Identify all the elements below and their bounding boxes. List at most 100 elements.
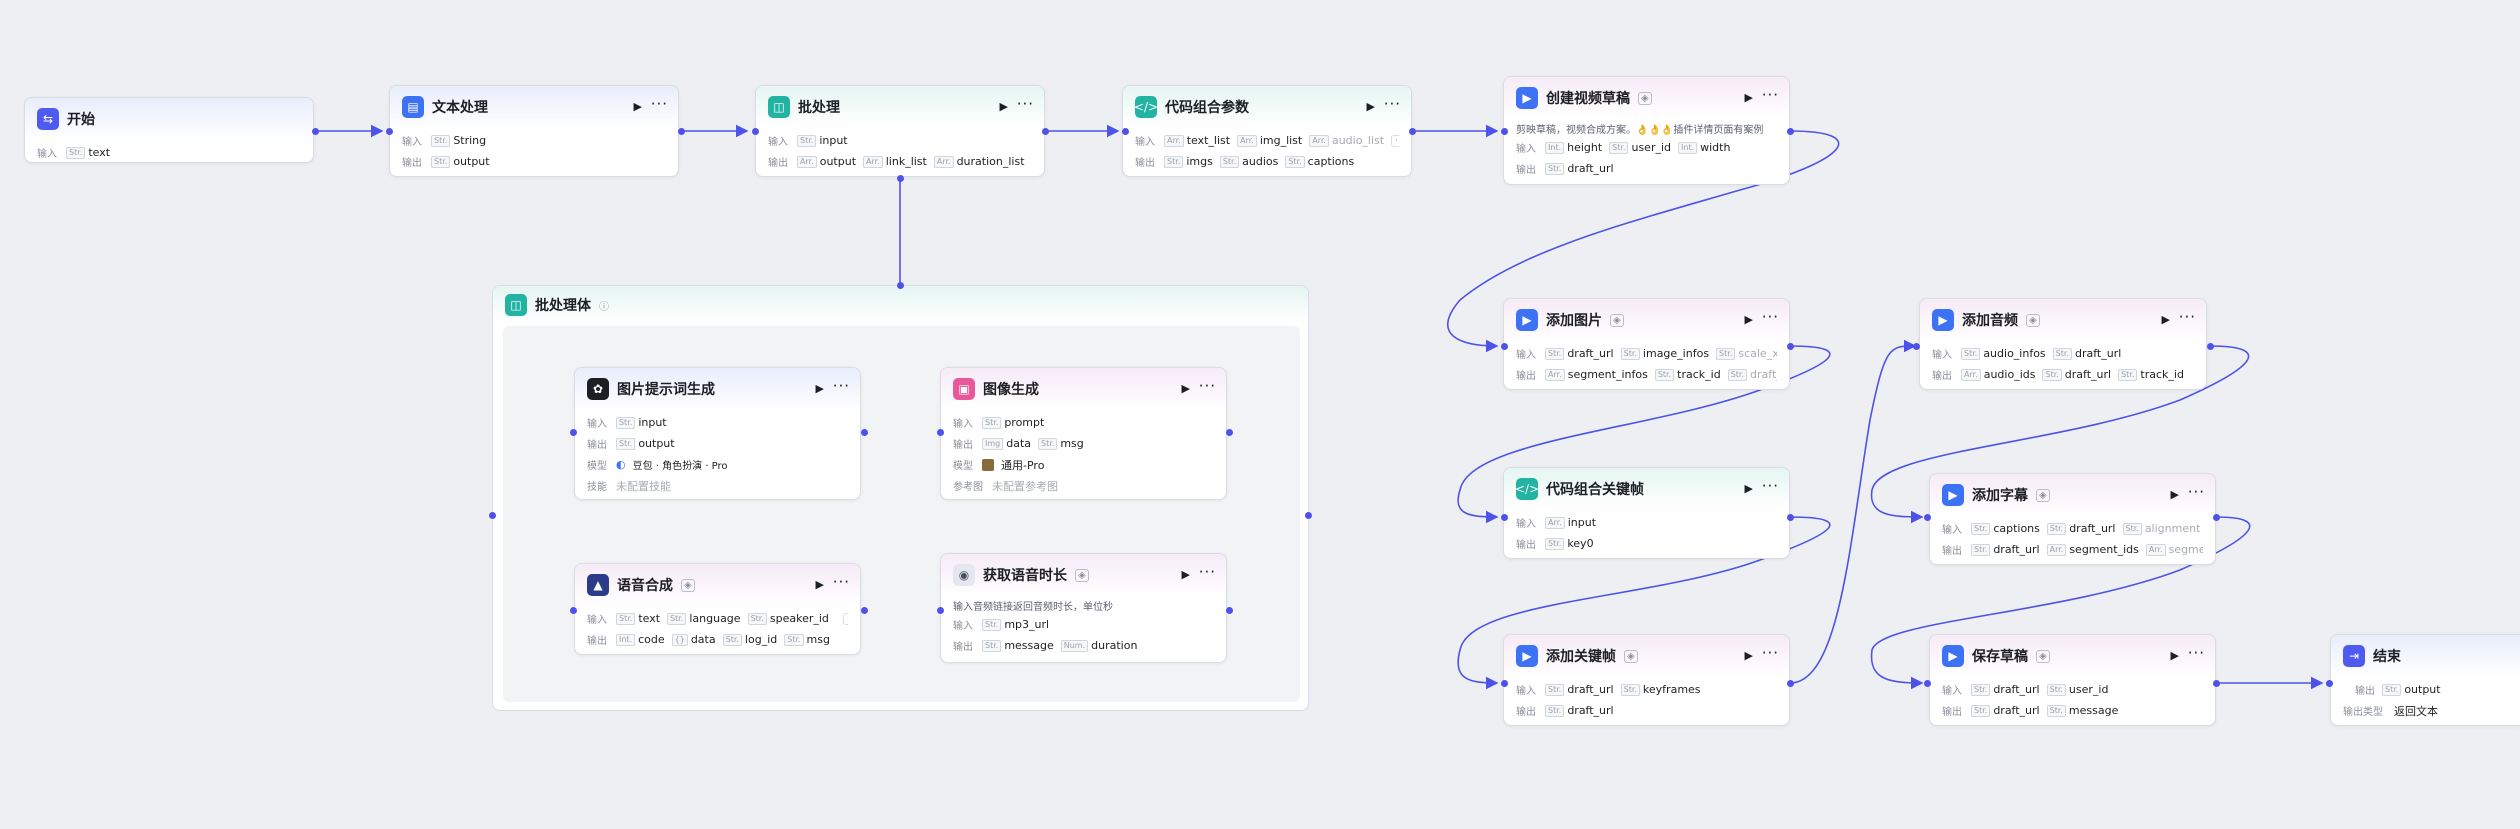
port[interactable] [1042, 128, 1049, 135]
port[interactable] [1501, 680, 1508, 687]
run-icon[interactable]: ▶ [1744, 649, 1753, 662]
node-add-captions[interactable]: ▶添加字幕◈▶··· 输入 Str.captions Str.draft_url… [1929, 473, 2216, 565]
node-create-draft[interactable]: ▶创建视频草稿◈▶··· 剪映草稿，视频合成方案。👌👌👌插件详情页面有案例 输入… [1503, 76, 1790, 185]
param-tag: Str.audio_infos [1961, 347, 2046, 360]
node-save-draft[interactable]: ▶保存草稿◈▶··· 输入 Str.draft_url Str.user_id … [1929, 634, 2216, 726]
run-icon[interactable]: ▶ [2170, 488, 2179, 501]
param-tag: Str.captions [1285, 155, 1354, 168]
more-icon[interactable]: ··· [1198, 563, 1216, 581]
node-add-audio[interactable]: ▶添加音频◈▶··· 输入 Str.audio_infos Str.draft_… [1919, 298, 2207, 390]
more-icon[interactable]: ··· [832, 377, 850, 395]
port[interactable] [1787, 343, 1794, 350]
capcut-icon: ▶ [1516, 87, 1538, 109]
port[interactable] [2213, 514, 2220, 521]
port[interactable] [1501, 514, 1508, 521]
node-title: 图像生成 [983, 382, 1039, 398]
more-icon[interactable]: ··· [1761, 308, 1779, 326]
run-icon[interactable]: ▶ [1366, 100, 1375, 113]
port[interactable] [1409, 128, 1416, 135]
param-tag: Str.text [616, 612, 660, 625]
port[interactable] [678, 128, 685, 135]
info-icon[interactable]: ⓘ [599, 301, 609, 313]
port[interactable] [1787, 128, 1794, 135]
more-icon[interactable]: ··· [2187, 644, 2205, 662]
port[interactable] [897, 175, 904, 182]
port[interactable] [386, 128, 393, 135]
port[interactable] [1501, 128, 1508, 135]
more-params-icon[interactable]: ··· [1391, 134, 1399, 147]
run-icon[interactable]: ▶ [1744, 313, 1753, 326]
param-tag: Arr.img_list [1237, 134, 1302, 147]
node-title: 添加图片 [1546, 313, 1602, 329]
capcut-icon: ▶ [1942, 645, 1964, 667]
node-add-images[interactable]: ▶添加图片◈▶··· 输入 Str.draft_url Str.image_in… [1503, 298, 1790, 390]
run-icon[interactable]: ▶ [633, 100, 642, 113]
more-icon[interactable]: ··· [2187, 483, 2205, 501]
port[interactable] [1913, 343, 1920, 350]
run-icon[interactable]: ▶ [815, 382, 824, 395]
run-icon[interactable]: ▶ [2170, 649, 2179, 662]
port[interactable] [489, 512, 496, 519]
port[interactable] [1924, 514, 1931, 521]
more-icon[interactable]: ··· [1761, 477, 1779, 495]
port[interactable] [570, 607, 577, 614]
port[interactable] [312, 128, 319, 135]
field-label: 输出 [1942, 707, 1962, 718]
port[interactable] [2213, 680, 2220, 687]
more-icon[interactable]: ··· [1383, 95, 1401, 113]
more-icon[interactable]: ··· [1016, 95, 1034, 113]
param-tag: Str.user_id [2046, 683, 2108, 696]
run-icon[interactable]: ▶ [1181, 382, 1190, 395]
node-add-keyframes[interactable]: ▶添加关键帧◈▶··· 输入 Str.draft_url Str.keyfram… [1503, 634, 1790, 726]
more-icon[interactable]: ··· [1761, 86, 1779, 104]
more-icon[interactable]: ··· [2178, 308, 2196, 326]
capcut-icon: ▶ [1516, 309, 1538, 331]
more-params-icon[interactable]: ··· [842, 612, 848, 625]
node-code-params[interactable]: </>代码组合参数▶··· 输入 Arr.text_list Arr.img_l… [1122, 85, 1412, 177]
audio-duration-icon: ◉ [953, 564, 975, 586]
port[interactable] [570, 429, 577, 436]
port[interactable] [1787, 514, 1794, 521]
param-tag: Str.message [982, 639, 1054, 652]
port[interactable] [937, 429, 944, 436]
more-icon[interactable]: ··· [1761, 644, 1779, 662]
ref-value: 未配置参考图 [992, 479, 1058, 493]
more-icon[interactable]: ··· [650, 95, 668, 113]
param-tag: Str.draft_url [2052, 347, 2121, 360]
run-icon[interactable]: ▶ [1744, 482, 1753, 495]
port[interactable] [861, 429, 868, 436]
run-icon[interactable]: ▶ [999, 100, 1008, 113]
run-icon[interactable]: ▶ [1744, 91, 1753, 104]
more-icon[interactable]: ··· [1198, 377, 1216, 395]
port[interactable] [1501, 343, 1508, 350]
port[interactable] [2207, 343, 2214, 350]
run-icon[interactable]: ▶ [2161, 313, 2170, 326]
port[interactable] [1122, 128, 1129, 135]
port[interactable] [1226, 607, 1233, 614]
port[interactable] [1305, 512, 1312, 519]
more-icon[interactable]: ··· [832, 573, 850, 591]
port[interactable] [752, 128, 759, 135]
output-type-value: 返回文本 [2394, 704, 2438, 718]
run-icon[interactable]: ▶ [1181, 568, 1190, 581]
port[interactable] [1924, 680, 1931, 687]
port[interactable] [937, 607, 944, 614]
run-icon[interactable]: ▶ [815, 578, 824, 591]
node-tts[interactable]: ▲语音合成◈▶··· 输入 Str.text Str.language Str.… [574, 563, 861, 655]
port[interactable] [2326, 680, 2333, 687]
field-label: 模型 [587, 461, 607, 472]
param-tag: Str.log_id [722, 633, 777, 646]
param-tag: Str.image_infos [1620, 347, 1709, 360]
port[interactable] [1787, 680, 1794, 687]
port[interactable] [861, 607, 868, 614]
port[interactable] [897, 282, 904, 289]
port[interactable] [1226, 429, 1233, 436]
